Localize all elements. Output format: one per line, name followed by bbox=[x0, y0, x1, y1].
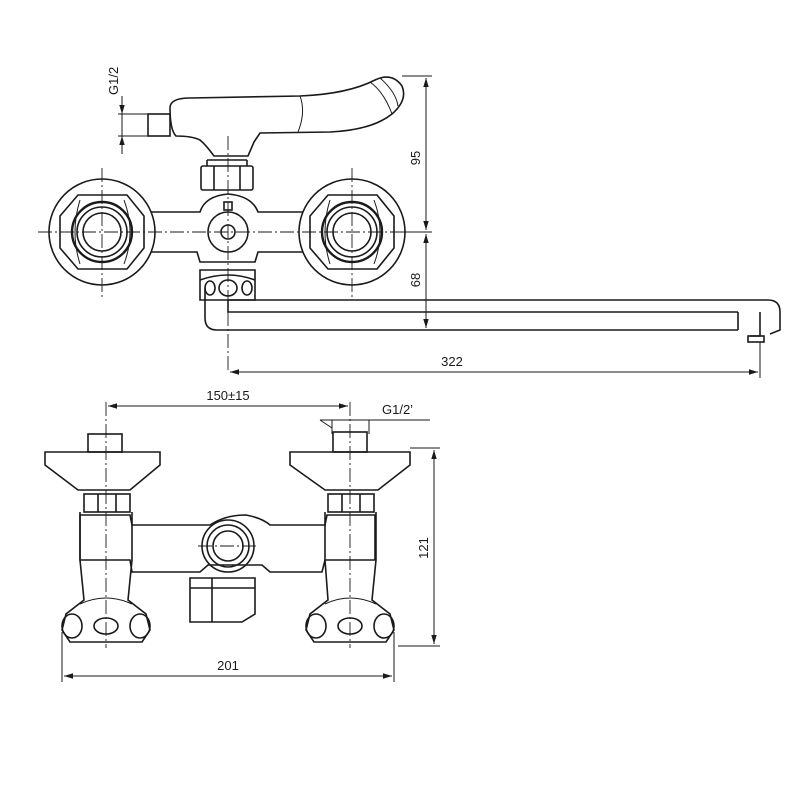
front-body bbox=[79, 514, 376, 573]
front-view: 150±15 G1/2’ 121 201 bbox=[44, 388, 440, 682]
dim-spout-length: 322 bbox=[441, 354, 463, 369]
dimension-lines-top bbox=[118, 75, 761, 378]
spout bbox=[204, 288, 781, 343]
dim-thread-front: G1/2’ bbox=[382, 402, 413, 417]
hex-nut-top bbox=[200, 159, 254, 191]
front-center-lines bbox=[105, 402, 351, 648]
diverter-knob bbox=[199, 269, 256, 301]
dim-width-front: 201 bbox=[217, 658, 239, 673]
mixer-body bbox=[144, 193, 313, 263]
dim-thread-top: G1/2 bbox=[106, 67, 121, 95]
lever-handle bbox=[147, 76, 405, 157]
dimension-lines-front bbox=[61, 403, 440, 682]
front-left-column bbox=[44, 433, 161, 643]
dim-height-front: 121 bbox=[416, 537, 431, 559]
top-view: G1/2 95 68 322 bbox=[38, 67, 781, 378]
front-diverter bbox=[189, 577, 256, 623]
dim-height-upper: 95 bbox=[408, 151, 423, 165]
dim-spacing: 150±15 bbox=[206, 388, 249, 403]
dim-height-lower: 68 bbox=[408, 273, 423, 287]
center-lines bbox=[38, 136, 420, 372]
